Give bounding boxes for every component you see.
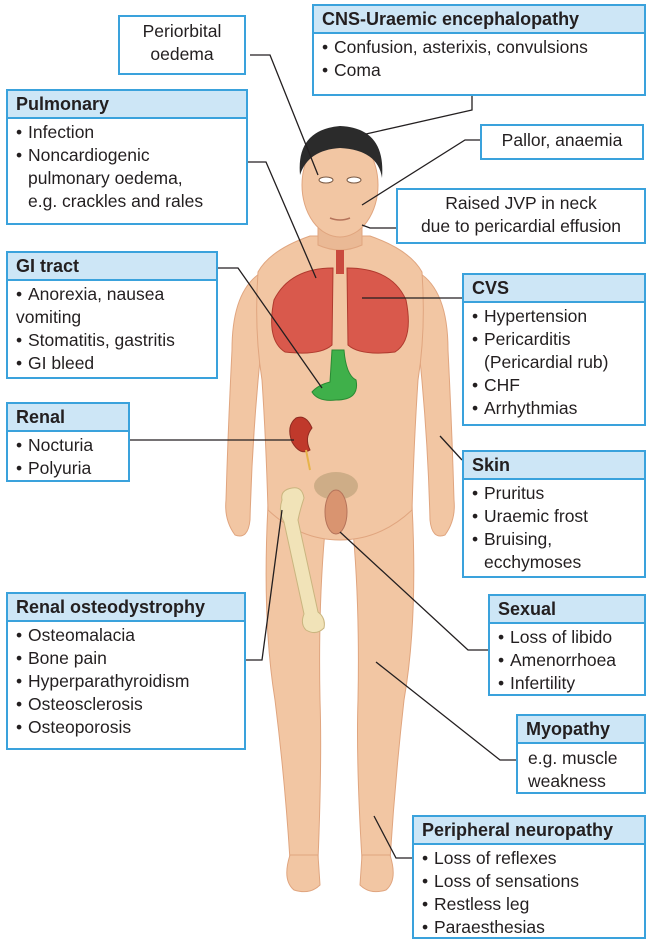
myopathy-line-1: e.g. muscle xyxy=(528,748,617,768)
callout-pulmonary: Pulmonary Infection Noncardiogenicpulmon… xyxy=(6,89,248,225)
right-foot xyxy=(360,855,393,892)
callout-jvp: Raised JVP in neck due to pericardial ef… xyxy=(396,188,646,244)
osteo-item: Osteosclerosis xyxy=(16,693,238,716)
skin-item-cont: ecchymoses xyxy=(484,551,638,574)
gi-item: GI bleed xyxy=(16,352,210,375)
cvs-item-text: Pericarditis xyxy=(484,329,571,349)
periorbital-line-1: Periorbital xyxy=(143,21,222,41)
cvs-item: Arrhythmias xyxy=(472,397,638,420)
neuro-item: Loss of reflexes xyxy=(422,847,638,870)
skin-list: Pruritus Uraemic frost Bruising,ecchymos… xyxy=(464,480,644,578)
sexual-item: Loss of libido xyxy=(498,626,638,649)
skin-item: Bruising,ecchymoses xyxy=(472,528,638,574)
callout-renal: Renal Nocturia Polyuria xyxy=(6,402,130,482)
gi-title: GI tract xyxy=(8,253,216,281)
jvp-line-1: Raised JVP in neck xyxy=(445,193,596,213)
pallor-text: Pallor, anaemia xyxy=(482,126,642,155)
neuro-item: Restless leg xyxy=(422,893,638,916)
left-foot xyxy=(287,855,320,892)
skin-title: Skin xyxy=(464,452,644,480)
sexual-item: Amenorrhoea xyxy=(498,649,638,672)
renal-title: Renal xyxy=(8,404,128,432)
callout-pallor: Pallor, anaemia xyxy=(480,124,644,160)
osteo-item: Osteomalacia xyxy=(16,624,238,647)
osteo-item: Hyperparathyroidism xyxy=(16,670,238,693)
osteo-item: Osteoporosis xyxy=(16,716,238,739)
myopathy-text: e.g. muscle weakness xyxy=(518,744,644,796)
gi-item-cont: vomiting xyxy=(16,306,210,329)
callout-myopathy: Myopathy e.g. muscle weakness xyxy=(516,714,646,794)
neuro-list: Loss of reflexes Loss of sensations Rest… xyxy=(414,845,644,943)
renal-item: Polyuria xyxy=(16,457,122,480)
cns-list: Confusion, asterixis, convulsions Coma xyxy=(314,34,644,86)
neuro-item: Loss of sensations xyxy=(422,870,638,893)
skin-item: Pruritus xyxy=(472,482,638,505)
pulmonary-item: Infection xyxy=(16,121,240,144)
sexual-item: Infertility xyxy=(498,672,638,695)
myopathy-line-2: weakness xyxy=(528,771,606,791)
cvs-item: Hypertension xyxy=(472,305,638,328)
right-leg xyxy=(352,505,414,860)
neuro-title: Peripheral neuropathy xyxy=(414,817,644,845)
osteo-list: Osteomalacia Bone pain Hyperparathyroidi… xyxy=(8,622,244,743)
renal-list: Nocturia Polyuria xyxy=(8,432,128,484)
callout-periorbital: Periorbital oedema xyxy=(118,15,246,75)
cns-item: Coma xyxy=(322,59,638,82)
cvs-item: CHF xyxy=(472,374,638,397)
renal-item: Nocturia xyxy=(16,434,122,457)
myopathy-title: Myopathy xyxy=(518,716,644,744)
cvs-item-cont: (Pericardial rub) xyxy=(484,351,638,374)
left-eye xyxy=(319,177,333,183)
neuro-item: Paraesthesias xyxy=(422,916,638,939)
cvs-title: CVS xyxy=(464,275,644,303)
cvs-item: Pericarditis(Pericardial rub) xyxy=(472,328,638,374)
cvs-list: Hypertension Pericarditis(Pericardial ru… xyxy=(464,303,644,424)
callout-cns: CNS-Uraemic encephalopathy Confusion, as… xyxy=(312,4,646,96)
callout-cvs: CVS Hypertension Pericarditis(Pericardia… xyxy=(462,273,646,426)
gi-item-text: Anorexia, nausea xyxy=(28,284,164,304)
pulmonary-item-text: Noncardiogenic xyxy=(28,145,150,165)
skin-item: Uraemic frost xyxy=(472,505,638,528)
pulmonary-item-cont: e.g. crackles and rales xyxy=(28,190,240,213)
sexual-list: Loss of libido Amenorrhoea Infertility xyxy=(490,624,644,699)
cns-item: Confusion, asterixis, convulsions xyxy=(322,36,638,59)
right-eye xyxy=(347,177,361,183)
gi-item: Stomatitis, gastritis xyxy=(16,329,210,352)
pulmonary-item-cont: pulmonary oedema, xyxy=(28,167,240,190)
jvp-line-2: due to pericardial effusion xyxy=(421,216,621,236)
periorbital-text: Periorbital oedema xyxy=(120,17,244,69)
pulmonary-title: Pulmonary xyxy=(8,91,246,119)
callout-skin: Skin Pruritus Uraemic frost Bruising,ecc… xyxy=(462,450,646,578)
leader-jvp xyxy=(362,225,396,228)
osteo-item: Bone pain xyxy=(16,647,238,670)
trachea xyxy=(336,250,344,274)
genitals xyxy=(325,490,347,534)
skin-item-text: Bruising, xyxy=(484,529,552,549)
cns-title: CNS-Uraemic encephalopathy xyxy=(314,6,644,34)
jvp-text: Raised JVP in neck due to pericardial ef… xyxy=(398,190,644,241)
sexual-title: Sexual xyxy=(490,596,644,624)
periorbital-line-2: oedema xyxy=(150,44,213,64)
callout-sexual: Sexual Loss of libido Amenorrhoea Infert… xyxy=(488,594,646,696)
leader-cns xyxy=(366,96,472,134)
callout-osteo: Renal osteodystrophy Osteomalacia Bone p… xyxy=(6,592,246,750)
osteo-title: Renal osteodystrophy xyxy=(8,594,244,622)
callout-neuro: Peripheral neuropathy Loss of reflexes L… xyxy=(412,815,646,939)
